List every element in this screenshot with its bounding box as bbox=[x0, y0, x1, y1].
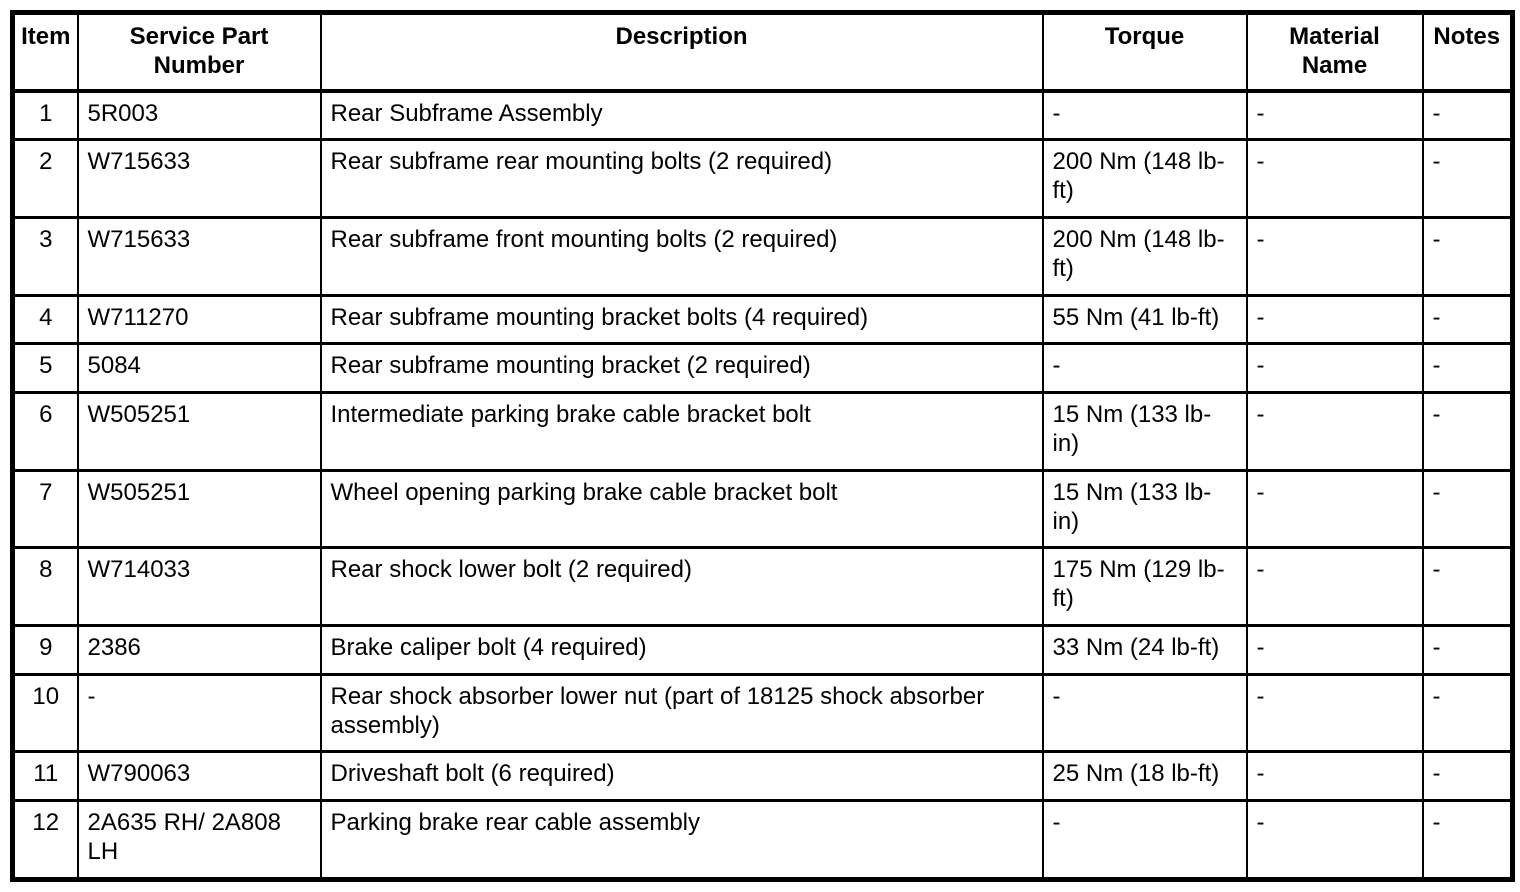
column-header-torque: Torque bbox=[1041, 11, 1248, 93]
cell-item: 4 bbox=[11, 293, 79, 346]
cell-material-name: - bbox=[1245, 391, 1424, 472]
cell-material-name: - bbox=[1245, 138, 1424, 219]
cell-service-part-number: W505251 bbox=[76, 391, 322, 472]
cell-notes: - bbox=[1421, 89, 1514, 142]
cell-description: Wheel opening parking brake cable bracke… bbox=[319, 468, 1044, 550]
cell-material-name: - bbox=[1245, 799, 1424, 881]
cell-service-part-number: 2386 bbox=[76, 623, 322, 676]
cell-item: 1 bbox=[11, 89, 79, 142]
cell-description: Parking brake rear cable assembly bbox=[319, 799, 1044, 881]
column-header-item: Item bbox=[11, 11, 79, 93]
cell-torque: 200 Nm (148 lb-ft) bbox=[1041, 138, 1248, 219]
column-header-service-part-number: Service Part Number bbox=[76, 11, 322, 93]
cell-notes: - bbox=[1421, 215, 1514, 297]
cell-torque: 200 Nm (148 lb-ft) bbox=[1041, 215, 1248, 297]
cell-description: Driveshaft bolt (6 required) bbox=[319, 750, 1044, 803]
table-header-row: Item Service Part Number Description Tor… bbox=[11, 11, 1514, 93]
cell-torque: 175 Nm (129 lb-ft) bbox=[1041, 546, 1248, 627]
cell-item: 5 bbox=[11, 342, 79, 395]
cell-torque: 25 Nm (18 lb-ft) bbox=[1041, 750, 1248, 803]
cell-description: Rear subframe mounting bracket bolts (4 … bbox=[319, 293, 1044, 346]
cell-description: Rear subframe rear mounting bolts (2 req… bbox=[319, 138, 1044, 219]
column-header-notes: Notes bbox=[1421, 11, 1514, 93]
cell-torque: - bbox=[1041, 342, 1248, 395]
cell-material-name: - bbox=[1245, 215, 1424, 297]
cell-description: Intermediate parking brake cable bracket… bbox=[319, 391, 1044, 472]
cell-notes: - bbox=[1421, 391, 1514, 472]
cell-notes: - bbox=[1421, 342, 1514, 395]
cell-material-name: - bbox=[1245, 468, 1424, 550]
cell-torque: - bbox=[1041, 89, 1248, 142]
cell-item: 12 bbox=[11, 799, 79, 881]
cell-material-name: - bbox=[1245, 750, 1424, 803]
cell-notes: - bbox=[1421, 750, 1514, 803]
cell-description: Rear shock absorber lower nut (part of 1… bbox=[319, 672, 1044, 754]
table-row: 10-Rear shock absorber lower nut (part o… bbox=[11, 672, 1514, 754]
cell-description: Brake caliper bolt (4 required) bbox=[319, 623, 1044, 676]
cell-service-part-number: W715633 bbox=[76, 215, 322, 297]
cell-item: 7 bbox=[11, 468, 79, 550]
cell-item: 10 bbox=[11, 672, 79, 754]
cell-item: 8 bbox=[11, 546, 79, 627]
cell-service-part-number: W715633 bbox=[76, 138, 322, 219]
cell-service-part-number: - bbox=[76, 672, 322, 754]
cell-service-part-number: W505251 bbox=[76, 468, 322, 550]
cell-torque: 33 Nm (24 lb-ft) bbox=[1041, 623, 1248, 676]
cell-service-part-number: W714033 bbox=[76, 546, 322, 627]
parts-table: Item Service Part Number Description Tor… bbox=[10, 10, 1515, 882]
cell-torque: - bbox=[1041, 799, 1248, 881]
cell-material-name: - bbox=[1245, 342, 1424, 395]
column-header-description: Description bbox=[319, 11, 1044, 93]
cell-notes: - bbox=[1421, 293, 1514, 346]
cell-service-part-number: W790063 bbox=[76, 750, 322, 803]
cell-torque: - bbox=[1041, 672, 1248, 754]
cell-torque: 55 Nm (41 lb-ft) bbox=[1041, 293, 1248, 346]
cell-torque: 15 Nm (133 lb-in) bbox=[1041, 391, 1248, 472]
cell-material-name: - bbox=[1245, 293, 1424, 346]
cell-material-name: - bbox=[1245, 546, 1424, 627]
cell-notes: - bbox=[1421, 468, 1514, 550]
cell-item: 3 bbox=[11, 215, 79, 297]
cell-notes: - bbox=[1421, 138, 1514, 219]
cell-material-name: - bbox=[1245, 672, 1424, 754]
cell-service-part-number: 2A635 RH/ 2A808 LH bbox=[76, 799, 322, 881]
cell-description: Rear subframe front mounting bolts (2 re… bbox=[319, 215, 1044, 297]
cell-description: Rear shock lower bolt (2 required) bbox=[319, 546, 1044, 627]
cell-description: Rear Subframe Assembly bbox=[319, 89, 1044, 142]
cell-service-part-number: 5084 bbox=[76, 342, 322, 395]
cell-notes: - bbox=[1421, 623, 1514, 676]
cell-material-name: - bbox=[1245, 89, 1424, 142]
cell-description: Rear subframe mounting bracket (2 requir… bbox=[319, 342, 1044, 395]
cell-notes: - bbox=[1421, 672, 1514, 754]
cell-item: 6 bbox=[11, 391, 79, 472]
cell-item: 9 bbox=[11, 623, 79, 676]
cell-notes: - bbox=[1421, 546, 1514, 627]
cell-torque: 15 Nm (133 lb-in) bbox=[1041, 468, 1248, 550]
cell-notes: - bbox=[1421, 799, 1514, 881]
cell-material-name: - bbox=[1245, 623, 1424, 676]
cell-item: 11 bbox=[11, 750, 79, 803]
cell-service-part-number: 5R003 bbox=[76, 89, 322, 142]
cell-item: 2 bbox=[11, 138, 79, 219]
cell-service-part-number: W711270 bbox=[76, 293, 322, 346]
column-header-material-name: Material Name bbox=[1245, 11, 1424, 93]
